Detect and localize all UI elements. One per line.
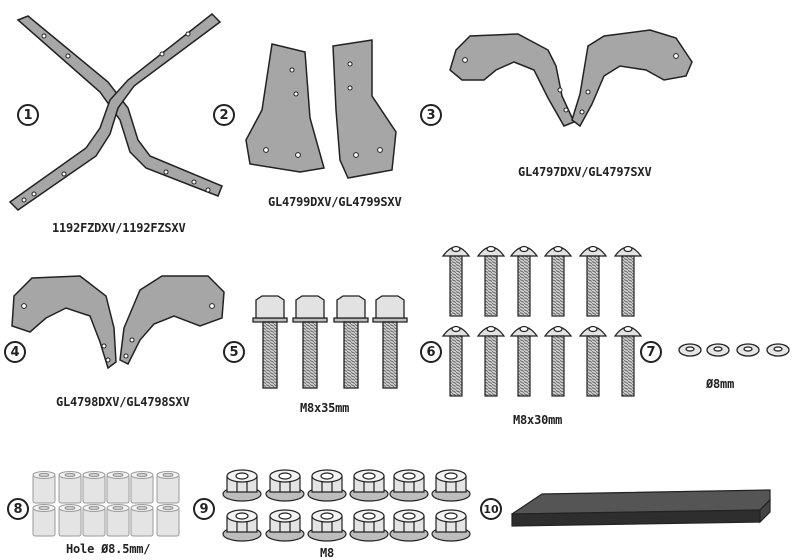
spacers-part-8	[32, 471, 180, 537]
spacer	[58, 504, 82, 537]
washer	[736, 343, 760, 357]
nut	[431, 509, 471, 542]
part-label-9: M8	[320, 546, 335, 560]
bolt	[509, 245, 539, 317]
nuts-part-9	[222, 469, 471, 542]
bolt	[543, 325, 573, 397]
item-number-9: 9	[193, 498, 215, 520]
bolt	[372, 295, 408, 389]
bolts-part-6	[441, 245, 643, 397]
spacer	[156, 504, 180, 537]
bolt	[613, 245, 643, 317]
spacer	[32, 471, 56, 504]
bolt	[252, 295, 288, 389]
part-label-7: Ø8mm	[706, 377, 735, 391]
nut	[431, 469, 471, 502]
nut	[307, 469, 347, 502]
item-number-4: 4	[4, 341, 26, 363]
nut	[222, 509, 262, 542]
bolt	[441, 325, 471, 397]
bolt	[578, 325, 608, 397]
nut	[265, 509, 305, 542]
item-number-1: 1	[17, 104, 39, 126]
spacer	[58, 471, 82, 504]
bolt	[476, 325, 506, 397]
bolt	[333, 295, 369, 389]
spacer	[156, 471, 180, 504]
washer	[706, 343, 730, 357]
bracket-pair-part-3	[449, 29, 693, 128]
nut	[389, 509, 429, 542]
nut	[222, 469, 262, 502]
nut	[307, 509, 347, 542]
spacer	[82, 504, 106, 537]
bolts-part-5	[252, 295, 408, 389]
part-label-3: GL4797DXV/GL4797SXV	[518, 165, 652, 179]
bracket-pair-part-4	[11, 275, 225, 370]
spacer	[130, 471, 154, 504]
item-number-5: 5	[223, 341, 245, 363]
part-label-4: GL4798DXV/GL4798SXV	[56, 395, 190, 409]
spacer	[106, 471, 130, 504]
bolt	[543, 245, 573, 317]
nut	[389, 469, 429, 502]
item-number-8: 8	[7, 498, 29, 520]
plate-pair-part-2	[245, 39, 397, 179]
spacer	[82, 471, 106, 504]
part-label-5: M8x35mm	[300, 401, 350, 415]
pad-part-10	[511, 489, 771, 527]
part-label-1: 1192FZDXV/1192FZSXV	[52, 221, 186, 235]
part-label-8: Hole Ø8.5mm/	[66, 542, 151, 556]
washers-part-7	[678, 343, 790, 357]
washer	[678, 343, 702, 357]
item-number-10: 10	[480, 498, 502, 520]
spacer	[106, 504, 130, 537]
item-number-3: 3	[420, 104, 442, 126]
spacer	[130, 504, 154, 537]
spacer	[32, 504, 56, 537]
bolt	[441, 245, 471, 317]
item-number-7: 7	[640, 341, 662, 363]
bolt	[292, 295, 328, 389]
x-bracket-part-1	[8, 12, 223, 211]
part-label-2: GL4799DXV/GL4799SXV	[268, 195, 402, 209]
item-number-6: 6	[420, 341, 442, 363]
washer	[766, 343, 790, 357]
bolt	[613, 325, 643, 397]
nut	[349, 509, 389, 542]
item-number-2: 2	[213, 104, 235, 126]
nut	[265, 469, 305, 502]
bolt	[509, 325, 539, 397]
part-label-6: M8x30mm	[513, 413, 563, 427]
bolt	[578, 245, 608, 317]
bolt	[476, 245, 506, 317]
nut	[349, 469, 389, 502]
